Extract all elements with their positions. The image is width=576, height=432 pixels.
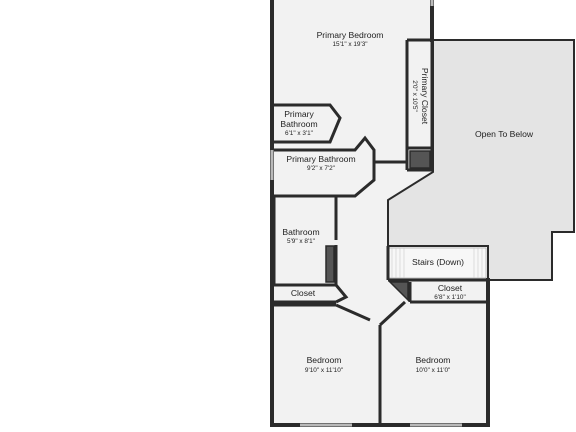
primary-bedroom-label: Primary Bedroom	[317, 30, 384, 40]
stairs-label: Stairs (Down)	[412, 257, 464, 267]
primary-bathroom-dims: 9'2" x 7'2"	[307, 165, 335, 172]
primary-bedroom-dims: 15'1" x 19'3"	[332, 41, 367, 48]
primary-bathroom-label: Primary Bathroom	[286, 154, 355, 164]
bedroom-right-label: Bedroom	[416, 355, 451, 365]
bathroom-dims: 5'9" x 8'1"	[287, 238, 315, 245]
open-to-below-label: Open To Below	[475, 129, 534, 139]
primary-closet-label: Primary Closet	[420, 68, 430, 125]
primary-bathroom-small-label-line1: Primary	[284, 109, 314, 119]
stairs[interactable]	[387, 247, 487, 279]
primary-closet-dims: 2'0" x 10'5"	[411, 80, 418, 112]
hall-closet-label: Closet	[291, 288, 316, 298]
bathroom-label: Bathroom	[282, 227, 319, 237]
closet-right-label: Closet	[438, 283, 463, 293]
bedroom-left-label: Bedroom	[307, 355, 342, 365]
closet-right-dims: 6'8" x 1'10"	[434, 294, 466, 301]
bedroom-right-dims: 10'0" x 11'0"	[416, 367, 451, 374]
windows	[270, 0, 462, 427]
bedroom-left-dims: 9'10" x 11'10"	[305, 367, 343, 374]
duct-block-bathroom	[325, 245, 335, 283]
duct-block-primary	[409, 150, 431, 169]
primary-bathroom-small-dims: 6'1" x 3'1"	[285, 130, 313, 137]
duct-block-stairs	[388, 281, 409, 302]
interior-walls	[272, 38, 488, 425]
primary-bathroom-small-label-line2: Bathroom	[280, 119, 317, 129]
